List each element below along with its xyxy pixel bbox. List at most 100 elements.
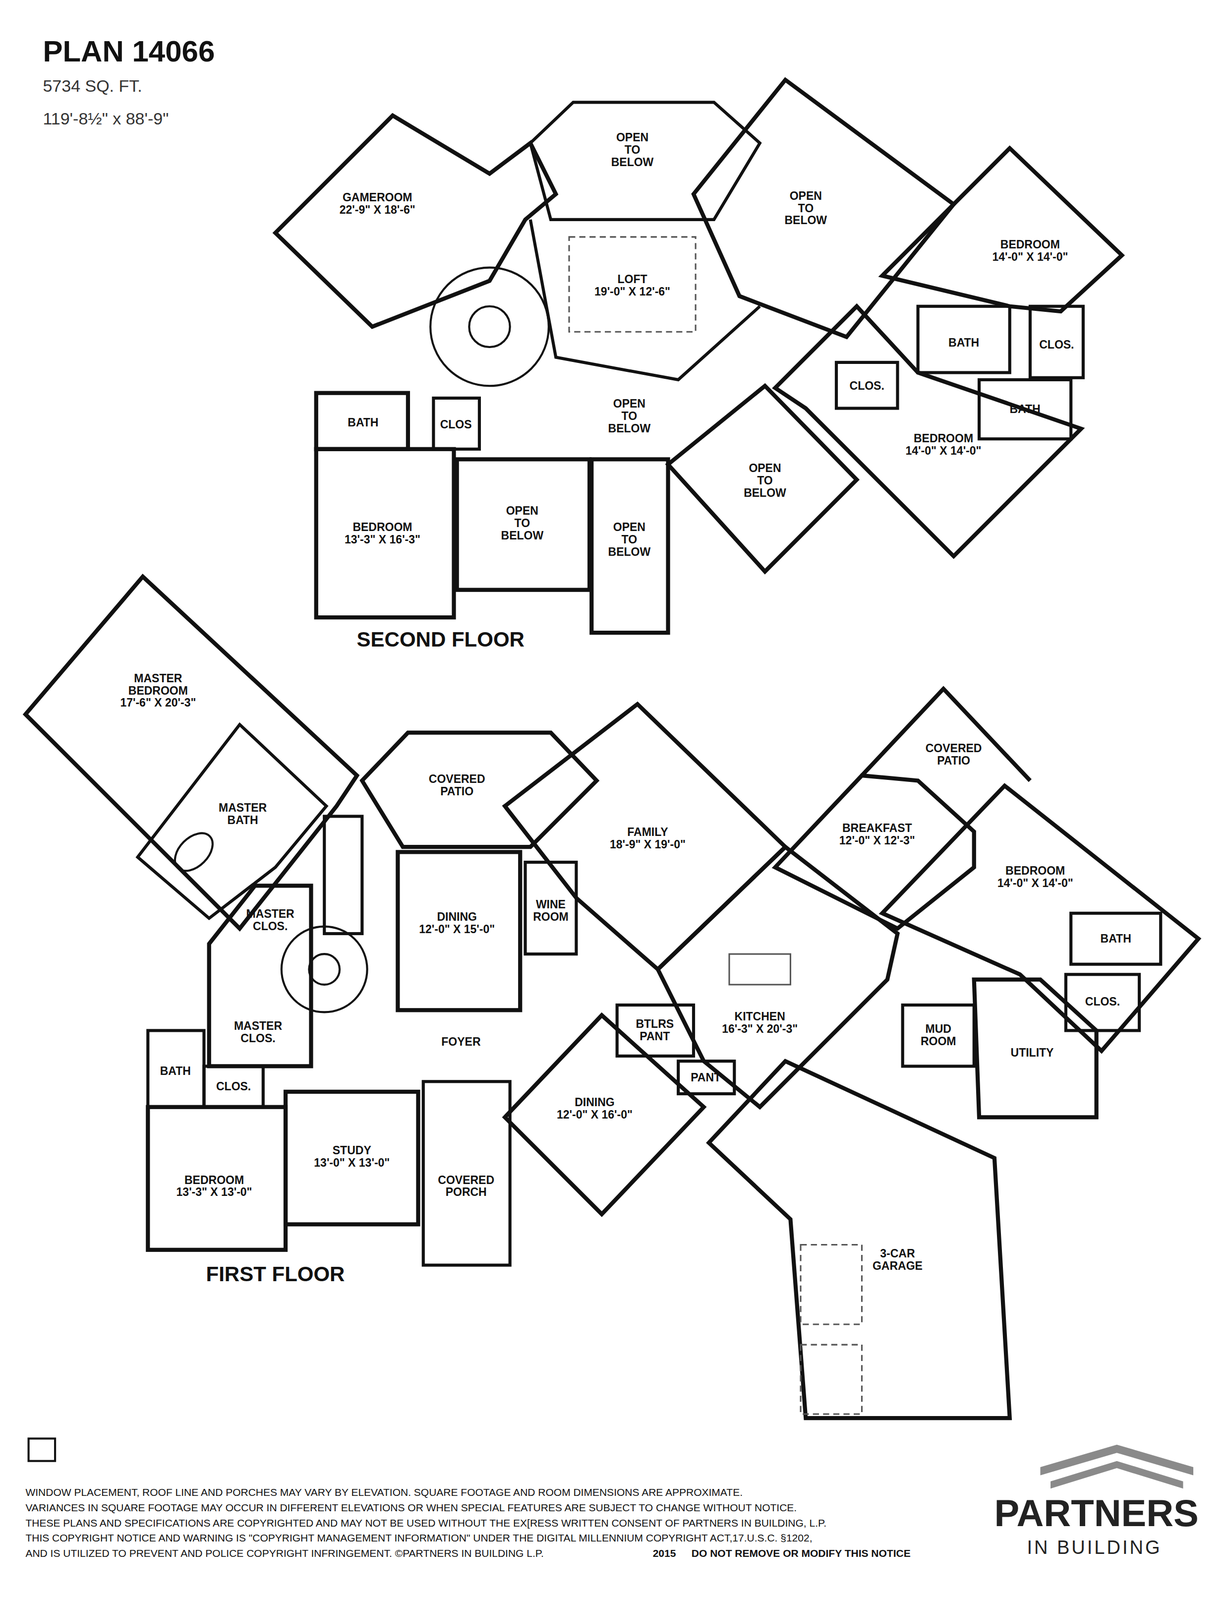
room-name: BATH bbox=[159, 1064, 191, 1078]
room-name: COVERED PATIO bbox=[919, 742, 989, 768]
spiral-stair bbox=[430, 267, 549, 387]
room-name: BEDROOM bbox=[344, 521, 421, 534]
wall bbox=[668, 385, 858, 572]
room-label-box: BATH bbox=[157, 1063, 193, 1079]
copyright-note: AND IS UTILIZED TO PREVENT AND POLICE CO… bbox=[25, 1547, 544, 1560]
room-label-box: CLOS. bbox=[1082, 994, 1122, 1009]
room-label-box: OPEN TO BELOW bbox=[608, 130, 657, 170]
room-name: MASTER BATH bbox=[215, 801, 271, 827]
room-name: BREAKFAST bbox=[839, 821, 916, 835]
room-label-box: MASTER CLOS. bbox=[240, 906, 300, 934]
room-name: GAMEROOM bbox=[339, 191, 416, 205]
wall bbox=[147, 1107, 286, 1250]
room-name: OPEN TO BELOW bbox=[742, 462, 788, 499]
room-label-box: MASTER CLOS. bbox=[228, 1018, 288, 1046]
copyright-note: WINDOW PLACEMENT, ROOF LINE AND PORCHES … bbox=[25, 1486, 743, 1499]
room-label-box: BTLRS PANT bbox=[630, 1016, 680, 1044]
room-label-box: MUD ROOM bbox=[914, 1021, 963, 1049]
room-name: MASTER CLOS. bbox=[242, 907, 298, 933]
room-label-box: BEDROOM13'-3" X 13'-0" bbox=[174, 1172, 255, 1200]
room-label-box: FOYER bbox=[439, 1034, 483, 1049]
room-name: KITCHEN bbox=[721, 1010, 798, 1024]
room-label-box: PANT bbox=[688, 1069, 723, 1085]
wall bbox=[918, 306, 1010, 373]
room-name: BEDROOM bbox=[905, 432, 982, 445]
room-name: COVERED PORCH bbox=[431, 1173, 501, 1199]
spiral-stair bbox=[468, 306, 510, 348]
wall bbox=[203, 1065, 263, 1107]
room-label-box: DINING12'-0" X 15'-0" bbox=[416, 909, 497, 937]
room-dimension: 12'-0" X 16'-0" bbox=[556, 1108, 633, 1121]
wall bbox=[1070, 913, 1161, 965]
room-label-box: CLOS. bbox=[1037, 337, 1077, 352]
logo-roof bbox=[1040, 1444, 1194, 1476]
equal-housing-logo bbox=[28, 1438, 56, 1461]
room-name: OPEN TO BELOW bbox=[783, 189, 828, 227]
room-name: STUDY bbox=[313, 1144, 390, 1157]
floor-title: FIRST FLOOR bbox=[205, 1262, 345, 1287]
room-dimension: 13'-0" X 13'-0" bbox=[313, 1156, 390, 1170]
copyright-note: THIS COPYRIGHT NOTICE AND WARNING IS "CO… bbox=[25, 1531, 813, 1544]
room-name: UTILITY bbox=[1010, 1046, 1054, 1059]
room-label-box: BATH bbox=[1098, 931, 1134, 946]
room-label-box: GAMEROOM22'-9" X 18'-6" bbox=[337, 190, 418, 218]
wall bbox=[1030, 306, 1084, 378]
room-name: OPEN TO BELOW bbox=[606, 521, 652, 558]
room-label-box: 3-CAR GARAGE bbox=[865, 1246, 930, 1274]
room-name: MUD ROOM bbox=[916, 1022, 961, 1048]
room-label-box: OPEN TO BELOW bbox=[781, 188, 830, 228]
room-dimension: 19'-0" X 12'-6" bbox=[594, 285, 671, 298]
room-dimension: 12'-0" X 15'-0" bbox=[418, 923, 495, 936]
wall bbox=[693, 79, 954, 337]
room-label-box: COVERED PORCH bbox=[429, 1172, 503, 1200]
room-label-box: OPEN TO BELOW bbox=[740, 461, 790, 500]
room-label-box: BEDROOM14'-0" X 14'-0" bbox=[995, 863, 1076, 891]
wall bbox=[275, 115, 556, 327]
room-label-box: LOFT19'-0" X 12'-6" bbox=[592, 272, 673, 299]
wall bbox=[775, 306, 1082, 557]
room-label-box: FAMILY18'-9" X 19'-0" bbox=[607, 824, 688, 852]
wall bbox=[678, 1060, 735, 1094]
wall bbox=[504, 1015, 704, 1215]
room-name: BATH bbox=[1100, 932, 1132, 945]
room-name: OPEN TO BELOW bbox=[610, 131, 655, 169]
copyright-note: THESE PLANS AND SPECIFICATIONS ARE COPYR… bbox=[25, 1517, 827, 1529]
wall bbox=[316, 393, 409, 450]
room-label-box: KITCHEN16'-3" X 20'-3" bbox=[719, 1009, 800, 1037]
room-name: 3-CAR GARAGE bbox=[867, 1247, 928, 1273]
wall bbox=[861, 688, 1030, 781]
wall bbox=[530, 102, 761, 220]
room-name: BATH bbox=[347, 415, 379, 429]
room-label-box: COVERED PATIO bbox=[917, 741, 991, 769]
room-dimension: 18'-9" X 19'-0" bbox=[609, 838, 686, 851]
room-label-box: BEDROOM13'-3" X 16'-3" bbox=[342, 520, 423, 547]
wall bbox=[137, 724, 327, 919]
room-name: OPEN TO BELOW bbox=[606, 397, 652, 435]
room-dimension: 13'-3" X 16'-3" bbox=[344, 533, 421, 546]
wall bbox=[423, 1081, 511, 1265]
car-outline bbox=[800, 1344, 862, 1414]
room-label-box: OPEN TO BELOW bbox=[604, 520, 654, 559]
wall bbox=[25, 576, 357, 929]
room-label-box: CLOS. bbox=[847, 378, 887, 393]
room-label-box: WINE ROOM bbox=[526, 897, 576, 925]
room-label-box: OPEN TO BELOW bbox=[604, 396, 654, 436]
wall bbox=[974, 979, 1097, 1118]
room-name: CLOS. bbox=[1039, 338, 1075, 351]
room-dimension: 13'-3" X 13'-0" bbox=[176, 1186, 253, 1199]
wall bbox=[1065, 974, 1140, 1031]
room-label-box: BATH bbox=[1007, 402, 1043, 417]
room-name: CLOS. bbox=[849, 379, 885, 392]
bathtub bbox=[168, 825, 221, 878]
room-dimension: 14'-0" X 14'-0" bbox=[992, 250, 1068, 264]
spiral-stair bbox=[308, 953, 340, 985]
wall bbox=[285, 1091, 418, 1225]
room-name: COVERED PATIO bbox=[422, 772, 492, 798]
room-name: BEDROOM bbox=[997, 864, 1074, 878]
kitchen-island bbox=[729, 953, 791, 985]
wall bbox=[397, 851, 521, 1010]
room-name: WINE ROOM bbox=[528, 898, 574, 924]
room-name: FAMILY bbox=[609, 825, 686, 839]
room-dimension: 17'-6" X 20'-3" bbox=[119, 696, 196, 709]
